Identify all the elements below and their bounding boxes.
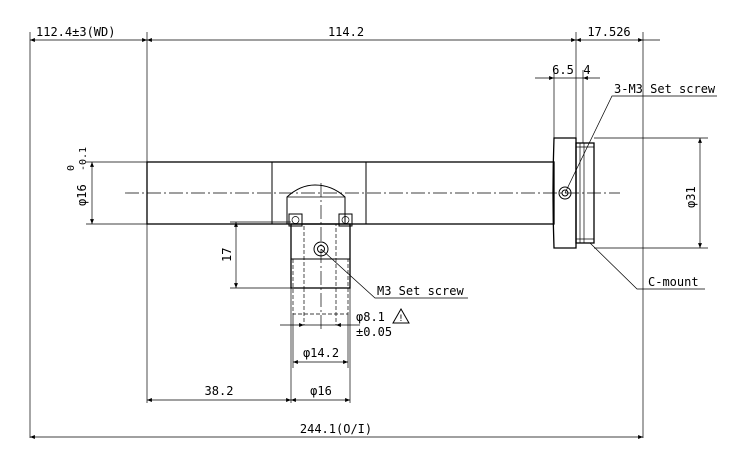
bore-diameter-label: φ8.1 — [356, 310, 385, 324]
extension-lines — [29, 32, 708, 438]
clamp-left-hole — [291, 216, 300, 224]
callout-m3-set-screw: M3 Set screw — [377, 284, 464, 298]
warning-mark: ! — [398, 314, 403, 324]
leader-3m3 — [564, 95, 717, 194]
warning-triangle-icon: ! — [392, 307, 410, 324]
mount-diameter-label: φ31 — [684, 186, 698, 208]
dimension-lines — [30, 38, 702, 439]
clamp-right-hole — [341, 216, 350, 224]
leader-cmount — [589, 242, 705, 290]
mount-length-label: 17.526 — [587, 25, 630, 39]
callout-c-mount: C-mount — [648, 275, 699, 289]
total-length-label: 244.1(O/I) — [300, 422, 372, 436]
lens-body — [125, 137, 620, 330]
bore-tolerance-label: ±0.05 — [356, 325, 392, 339]
leader-m3 — [320, 248, 468, 299]
callout-labels: 3-M3 Set screw M3 Set screw C-mount — [377, 82, 716, 298]
port-inner-label: φ14.2 — [303, 346, 339, 360]
working-distance-label: 112.4±3(WD) — [36, 25, 115, 39]
port-hidden-lower — [292, 258, 349, 315]
clamp-left — [288, 213, 303, 227]
port-outer-label: φ16 — [310, 384, 332, 398]
dimension-labels: 112.4±3(WD) 114.2 17.526 6.5 4 φ16 0 -0.… — [36, 25, 698, 436]
main-length-label: 114.2 — [328, 25, 364, 39]
tube-tol-upper: 0 — [66, 165, 77, 171]
leader-lines — [320, 95, 717, 299]
port-hidden-bore — [303, 223, 337, 289]
port-offset-label: 38.2 — [205, 384, 234, 398]
drop-height-label: 17 — [220, 248, 234, 262]
tube-tol-lower: -0.1 — [78, 147, 89, 171]
c-mount-flange — [552, 137, 577, 249]
tube-diameter-label: φ16 — [75, 184, 89, 206]
mount-offset-label: 6.5 — [552, 63, 574, 77]
mount-small-label: 4 — [583, 63, 590, 77]
clamp-right — [338, 213, 353, 227]
port-transition — [286, 184, 346, 224]
callout-3m3-set-screw: 3-M3 Set screw — [614, 82, 716, 96]
